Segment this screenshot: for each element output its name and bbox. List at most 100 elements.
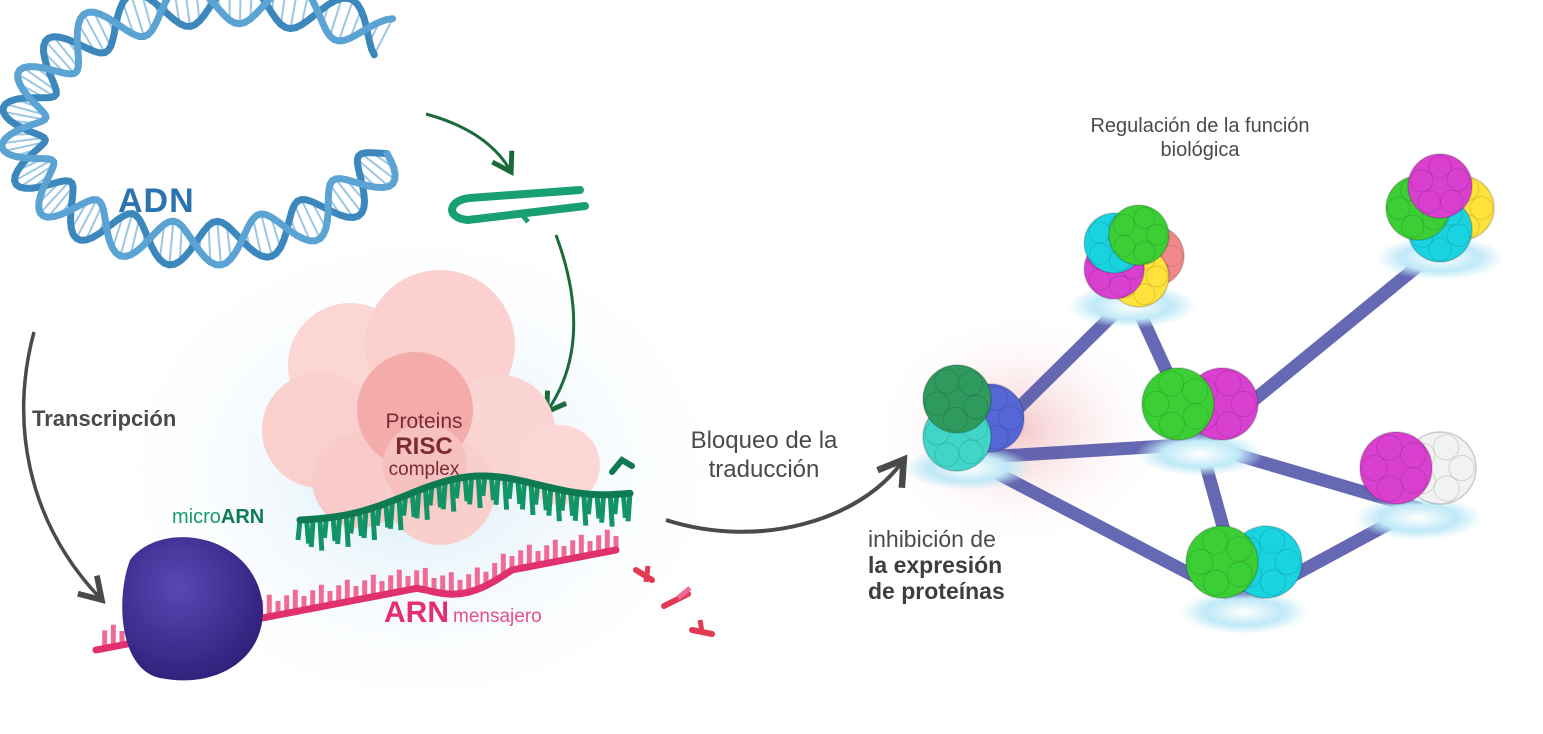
node-6-lobe [1274, 548, 1301, 576]
arrow-transcription [21, 331, 106, 604]
microrna-nucleotide [528, 482, 536, 516]
dna-helix-icon [0, 0, 399, 269]
dna-base-pair [238, 0, 242, 24]
microrna-prefix: micro [172, 506, 221, 528]
node-4-lobe [1446, 168, 1470, 192]
microrna-nucleotide [361, 509, 369, 539]
microrna-nucleotide [502, 477, 510, 510]
node-3-platform [1136, 432, 1264, 476]
microrna-nucleotide [383, 503, 391, 528]
microrna-nucleotide [462, 476, 470, 502]
microrna-suffix: ARN [220, 506, 265, 528]
dna-base-pair [328, 0, 343, 37]
node-6-lobe [1226, 535, 1253, 563]
node-4-lobe [1409, 168, 1434, 193]
microrna-nucleotide [414, 490, 422, 519]
dna-base-pair [225, 225, 232, 260]
dna-base-pair [52, 36, 80, 68]
microrna-nucleotide [554, 489, 562, 522]
dna-base-pair [83, 13, 106, 54]
dna-base-pair [329, 183, 355, 219]
dna-base-pair [5, 103, 46, 116]
dna-base-pair [84, 205, 103, 241]
microrna-nucleotide [304, 519, 312, 544]
node-4-lobe [1446, 223, 1471, 248]
microrna-nucleotide [409, 492, 417, 518]
node-6-lobe [1187, 548, 1214, 576]
node-2-lobe [1133, 241, 1156, 264]
microrna-nucleotide [370, 507, 378, 541]
dna-strand-b [0, 0, 399, 269]
node-1-lobe [934, 442, 960, 468]
dna-base-pair [14, 159, 53, 182]
node-4-lobe [1428, 155, 1452, 179]
node-2-lobe [1161, 245, 1183, 267]
microrna-nucleotide [607, 494, 615, 527]
dna-base-pair [17, 73, 55, 98]
microrna-nucleotide [599, 494, 607, 523]
dna-base-pair [39, 180, 71, 214]
dna-base-pair [142, 0, 153, 31]
node-6-lobe [1226, 561, 1253, 588]
node-4-lobe [1400, 214, 1425, 239]
node-5-lobe [1400, 467, 1427, 494]
dna-base-pair [334, 178, 363, 214]
arrow-hairpin-to-risc [544, 234, 576, 416]
microrna-nucleotide [515, 479, 523, 505]
dna-base-pair [3, 141, 45, 152]
dna-base-pair [158, 224, 166, 260]
node-3-lobe [1215, 370, 1242, 397]
dna-base-pair [119, 213, 134, 257]
microrna-end [609, 456, 635, 475]
microrna-nucleotide [387, 500, 395, 529]
microrna-nucleotide [436, 483, 444, 508]
node-2-lobe [1088, 243, 1111, 266]
node-3-lobe [1215, 411, 1242, 438]
microrna-nucleotide [440, 481, 448, 510]
node-2-lobe [1145, 265, 1168, 288]
mrna-main: ARN [384, 596, 449, 629]
dna-base-pair [121, 2, 135, 35]
node-1-lobe [942, 406, 968, 432]
node-4-lobe [1417, 190, 1441, 214]
ribosome-icon [122, 537, 263, 681]
microrna-nucleotide [356, 511, 364, 537]
risc-label-line1: Proteins [385, 410, 463, 433]
dna-label: ADN [118, 182, 195, 220]
microrna-nucleotide [620, 493, 628, 519]
microrna-nucleotide [330, 516, 338, 542]
microrna-label: microARN [172, 506, 264, 529]
microrna-nucleotide [625, 493, 633, 522]
dna-base-pair [360, 152, 396, 181]
translation-block-label: Bloqueo de la traducción [690, 427, 838, 484]
dna-base-pair [2, 136, 45, 145]
dna-base-pair [93, 11, 112, 47]
node-5-lobe [1400, 441, 1427, 469]
dna-base-pair [3, 110, 45, 121]
node-6-lobe [1202, 528, 1229, 555]
transcription-label: Transcripción [32, 406, 177, 431]
node-1-lobe [924, 391, 950, 417]
node-5-lobe [1361, 454, 1388, 482]
node-2-lobe [1133, 283, 1156, 306]
microrna-nucleotide [546, 487, 554, 516]
dna-base-pair [300, 199, 321, 240]
node-5-lobe [1448, 454, 1475, 482]
node-4-lobe [1387, 196, 1411, 220]
mrna-fragments-icon [633, 565, 715, 637]
node-5-lobe [1376, 475, 1403, 502]
mrna-suffix: mensajero [453, 606, 542, 627]
node-6-lobe [1259, 528, 1286, 555]
microrna-nucleotide [581, 493, 589, 526]
dna-base-pair [131, 0, 146, 37]
microrna-nucleotide [594, 494, 602, 519]
microrna-nucleotide [396, 498, 404, 531]
dna-base-pair [168, 220, 175, 265]
dna-base-pair [289, 0, 297, 29]
microrna-nucleotide [572, 492, 580, 521]
node-1-lobe [958, 439, 984, 465]
dna-base-pair [44, 40, 76, 75]
node-5-lobe [1433, 434, 1460, 461]
